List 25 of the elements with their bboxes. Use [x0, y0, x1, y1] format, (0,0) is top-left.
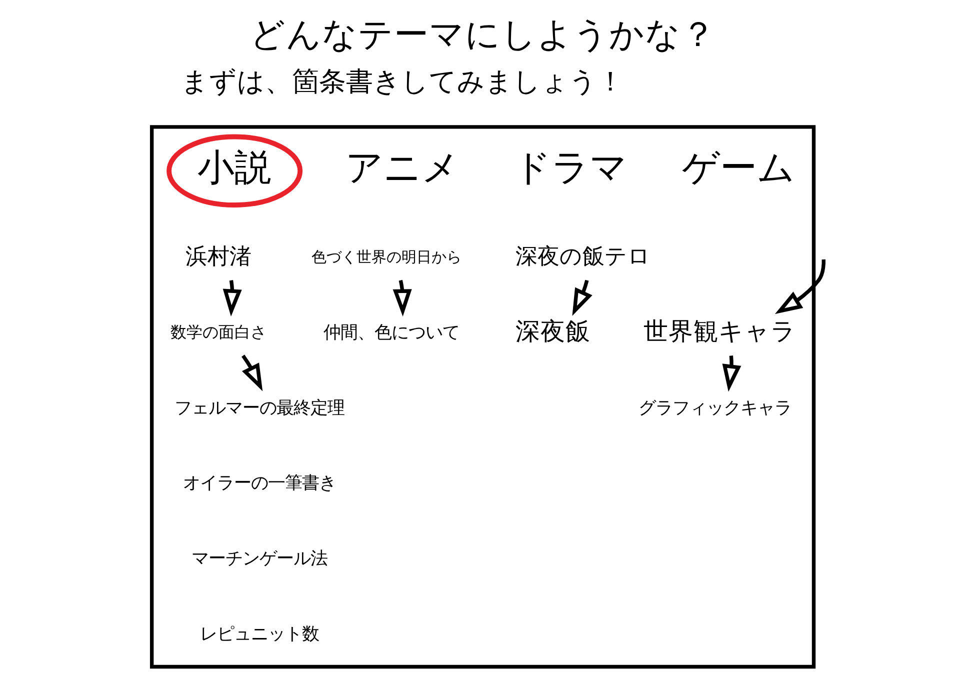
arrow [774, 259, 826, 314]
node-text: アニメ [346, 146, 460, 190]
node-text: フェルマーの最終定理 [174, 398, 344, 418]
node-text: 仲間、色について [323, 322, 460, 343]
node-text: 深夜飯 [516, 316, 591, 346]
node-text: オイラーの一筆書き [182, 474, 336, 494]
node-text: 浜村渚 [186, 243, 252, 270]
arrow [222, 280, 242, 316]
node-text: 数学の面白さ [170, 322, 267, 342]
node-text: ゲーム [682, 146, 795, 190]
arrow [722, 356, 742, 392]
node-text: 深夜の飯テロ [515, 243, 650, 270]
node-text: ドラマ [513, 146, 628, 190]
node-ellipse: 小説 [166, 134, 303, 208]
label: まずは、箇条書きしてみましょう！ [181, 66, 624, 98]
node-text: 色づく世界の明日から [311, 248, 462, 266]
arrow [572, 280, 592, 316]
node-text: グラフィックキャラ [638, 398, 792, 418]
node-text: マーチンゲール法 [191, 548, 328, 569]
node-text: 世界観キャラ [643, 316, 796, 346]
arrow [242, 354, 263, 392]
arrow [392, 280, 412, 316]
diagram-title: どんなテーマにしようかな？ [250, 14, 716, 55]
node-text: レピュニット数 [200, 624, 319, 644]
cluster [150, 125, 816, 669]
